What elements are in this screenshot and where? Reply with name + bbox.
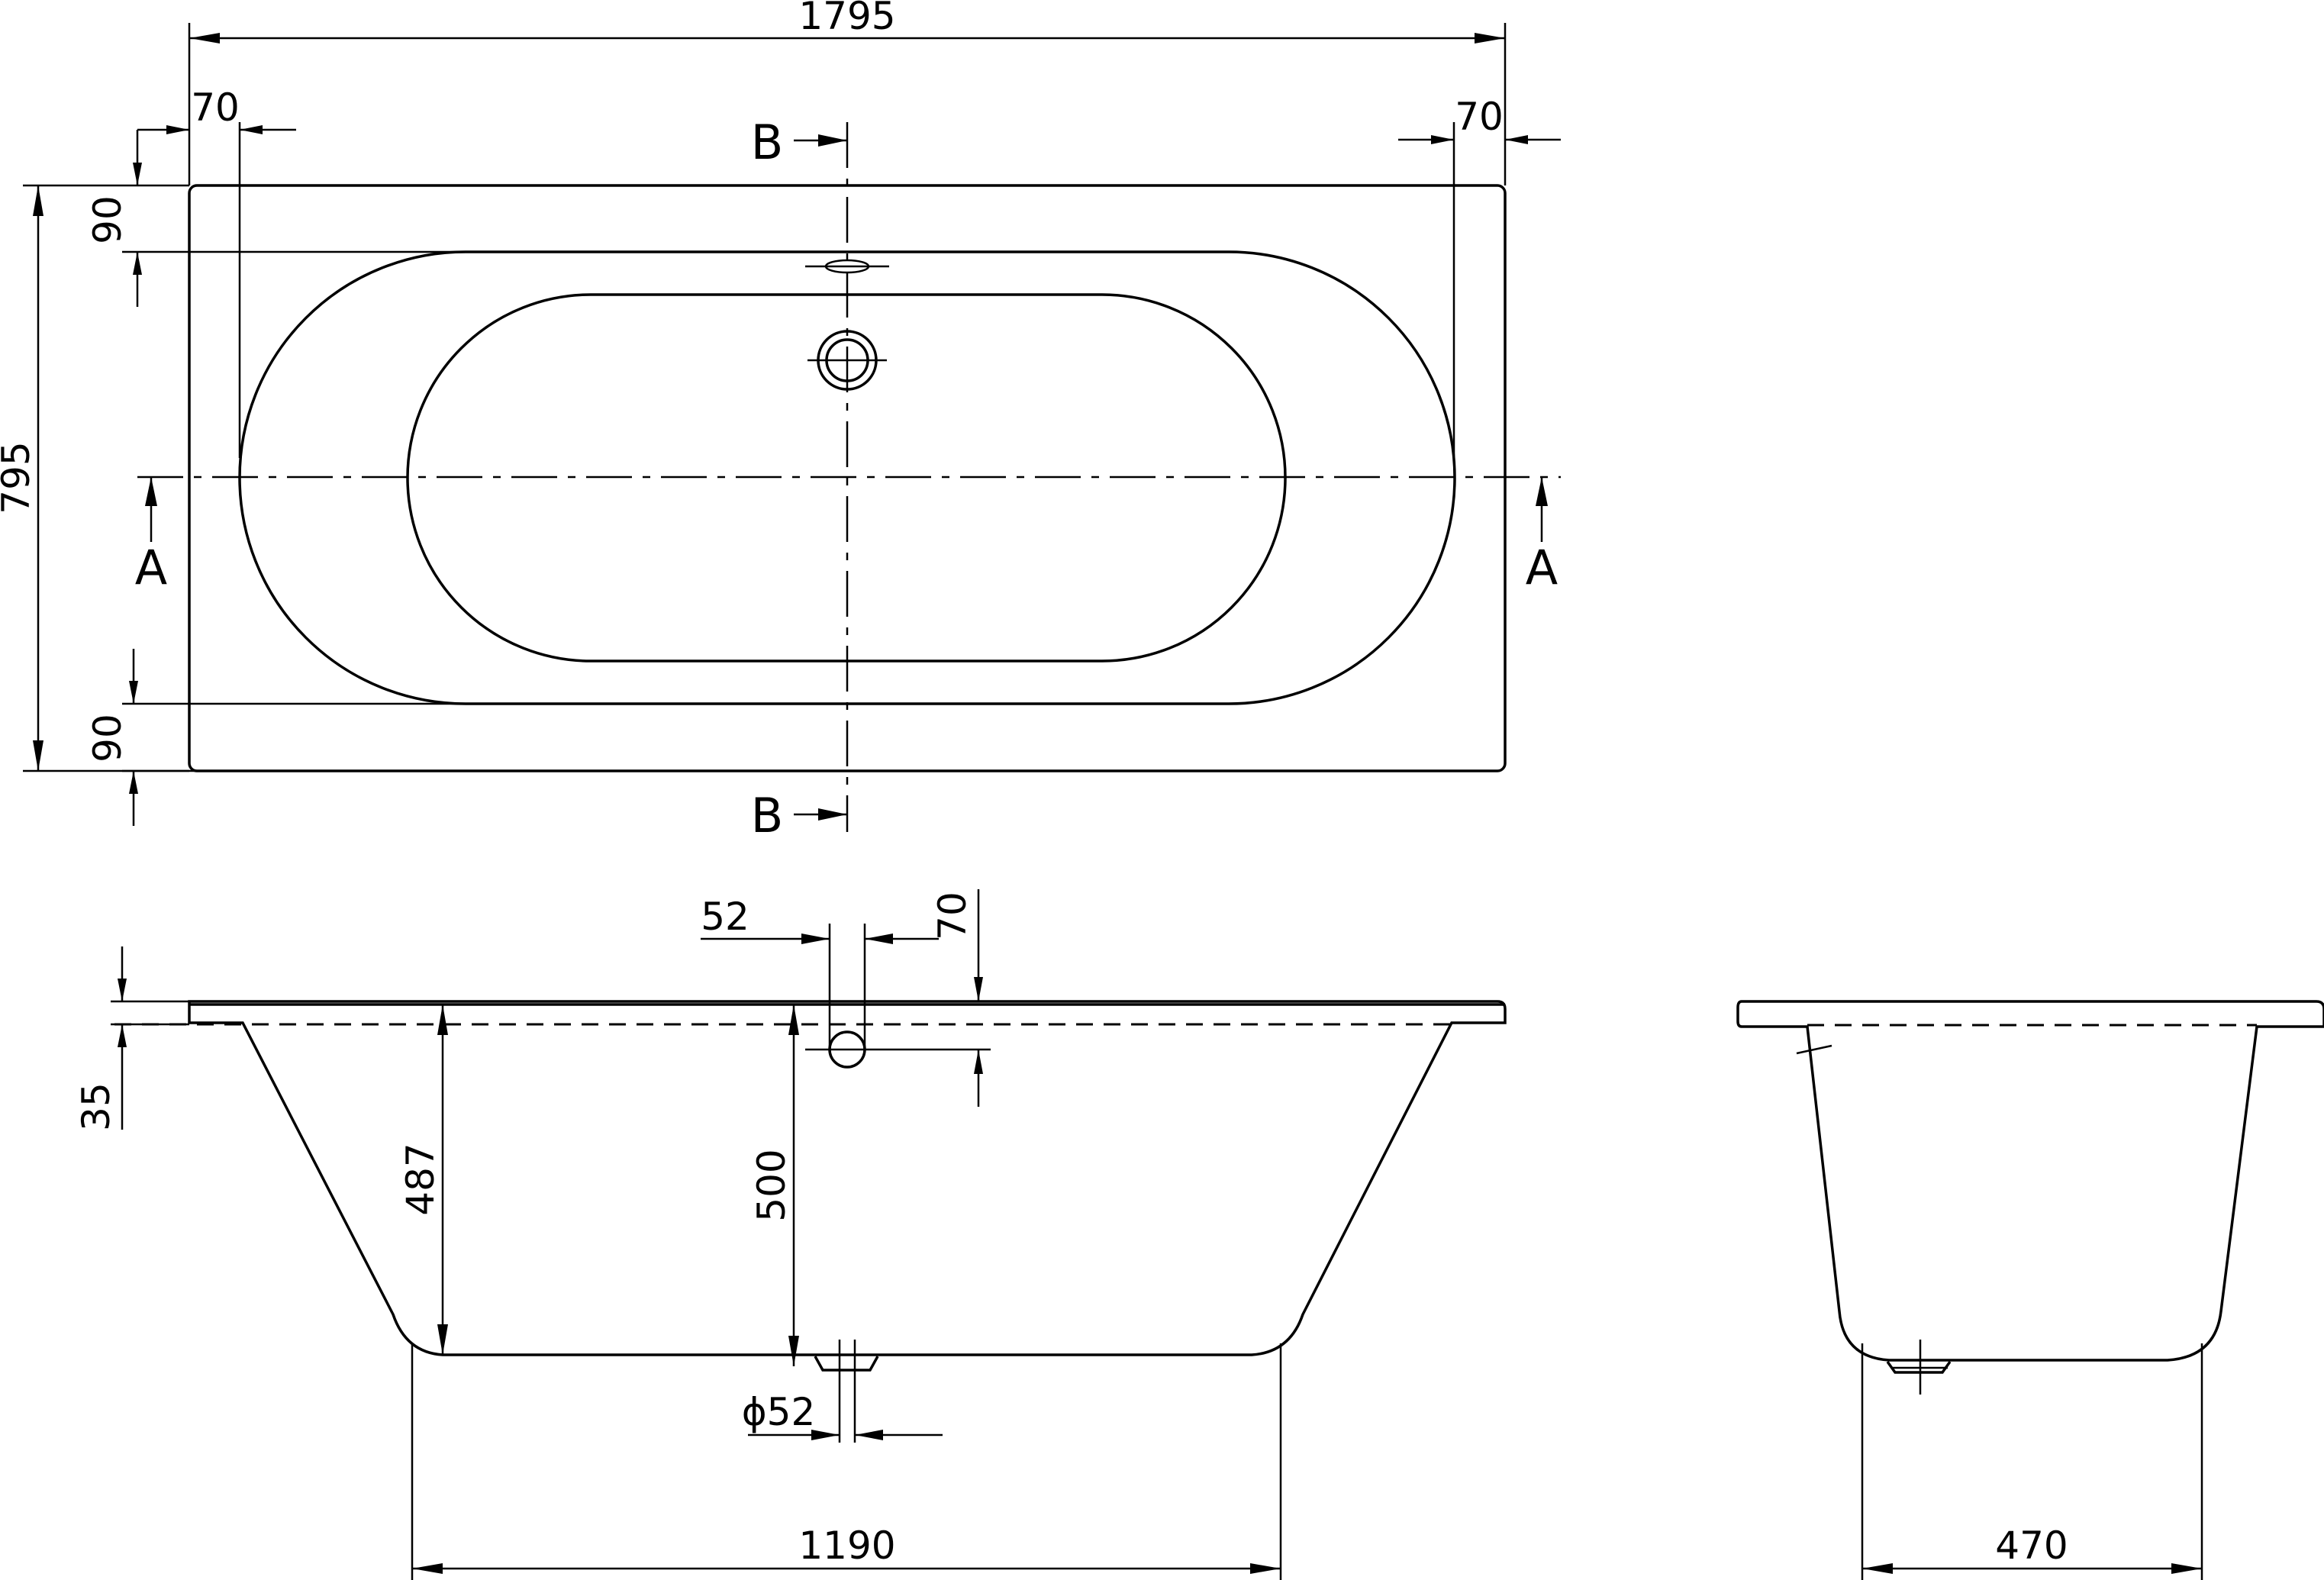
dim-bottom-width-label: 470	[1995, 1524, 2068, 1568]
dim-rim-right: 70	[1398, 95, 1561, 144]
dim-bottom-length: 1190	[411, 1343, 1282, 1580]
dim-depth-inner-label: 487	[398, 1143, 443, 1215]
dim-overall-width: 795	[0, 184, 189, 772]
end-tick-mark	[1796, 1044, 1832, 1055]
dim-rim-left-label: 70	[191, 85, 240, 130]
dim-depth-inner: 487	[398, 1004, 448, 1355]
section-mark-b-top: B	[751, 114, 847, 170]
dim-overflow-dia-label: 52	[701, 895, 749, 939]
dim-overflow-height-label: 70	[930, 892, 975, 940]
side-waste-outlet	[814, 1340, 879, 1443]
dim-bottom-width: 470	[1861, 1343, 2203, 1580]
dim-depth-center: 500	[749, 1004, 799, 1366]
overflow-symbol	[805, 259, 889, 274]
dim-overall-length-label: 1795	[798, 0, 895, 38]
dim-overflow-height: 70	[930, 889, 983, 1107]
dim-waste-dia: ϕ52	[742, 1390, 943, 1440]
section-mark-a-left-label: A	[135, 540, 167, 595]
dim-bottom-length-label: 1190	[798, 1524, 895, 1568]
dim-rim-bottom: 90	[85, 649, 656, 826]
end-elevation-outline	[1736, 1000, 2324, 1362]
side-overflow-outlet	[805, 924, 991, 1069]
section-mark-a-right: A	[1526, 477, 1558, 595]
dim-overall-width-label: 795	[0, 441, 38, 514]
section-mark-b-bottom-label: B	[751, 788, 784, 843]
dim-overall-length: 1795	[188, 0, 1507, 185]
dim-rim-bottom-label: 90	[85, 714, 130, 763]
end-waste-outlet	[1886, 1340, 1952, 1395]
section-mark-a-right-label: A	[1526, 540, 1558, 595]
section-mark-a-left: A	[135, 477, 167, 595]
dim-rim-top-label: 90	[85, 195, 130, 244]
dim-rim-thickness: 35	[74, 946, 189, 1131]
side-elevation-outline	[188, 1000, 1507, 1356]
dim-rim-top: 90	[85, 130, 473, 307]
dim-rim-right-label: 70	[1455, 95, 1504, 139]
drain-symbol	[807, 330, 887, 391]
dim-rim-left: 70	[137, 85, 296, 134]
end-elevation: 470	[1736, 1000, 2324, 1580]
section-mark-b-bottom: B	[751, 788, 847, 843]
dim-rim-thickness-label: 35	[74, 1082, 118, 1131]
side-elevation: 52 70 35 487	[74, 889, 1507, 1580]
section-mark-b-top-label: B	[751, 114, 784, 170]
dim-depth-center-label: 500	[749, 1149, 794, 1221]
dim-overflow-dia: 52	[701, 895, 939, 944]
plan-view: 1795 70 70 795	[0, 0, 1561, 843]
dim-waste-dia-label: ϕ52	[742, 1390, 816, 1434]
